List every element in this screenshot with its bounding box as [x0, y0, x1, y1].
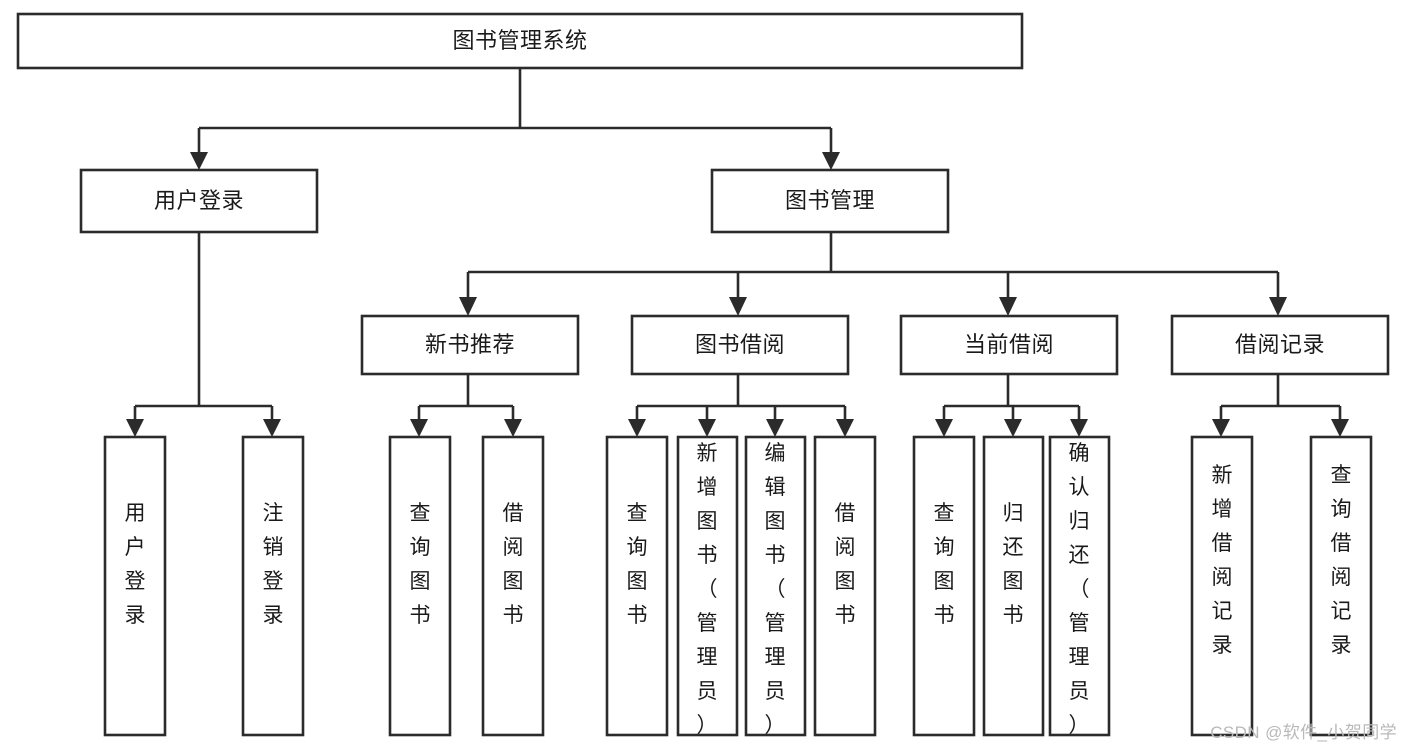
arrowhead-borrow-record [1269, 297, 1287, 316]
node-book-borrow-label: 图书借阅 [695, 332, 785, 357]
leaf-borrow-record-0-label: 新增借阅记录 [1212, 464, 1233, 657]
leaf-current-borrow-1[interactable]: 归还图书 [982, 435, 1045, 737]
arrowhead-book-borrow-leaf-3 [836, 419, 854, 437]
leaf-current-borrow-0[interactable]: 查询图书 [912, 435, 976, 737]
arrowhead-borrow-record-leaf-0 [1212, 419, 1230, 437]
arrowhead-book-borrow-leaf-1 [698, 419, 716, 437]
leaf-user-login-1[interactable]: 注销登录 [241, 435, 305, 737]
leaf-borrow-record-0-box[interactable] [1190, 435, 1254, 737]
leaf-borrow-record-1[interactable]: 查询借阅记录 [1309, 435, 1373, 737]
leaf-book-borrow-0-label: 查询图书 [627, 502, 648, 627]
leaf-book-borrow-2[interactable]: 编辑图书（管理员） [744, 435, 807, 737]
leaf-new-book-1-box[interactable] [481, 435, 545, 737]
arrowhead-current-borrow-leaf-0 [935, 419, 953, 437]
leaf-borrow-record-1-label: 查询借阅记录 [1331, 464, 1352, 657]
node-borrow-record-box[interactable] [1170, 314, 1390, 376]
leaf-current-borrow-0-label: 查询图书 [934, 502, 955, 627]
leaf-book-borrow-3-box[interactable] [813, 435, 877, 737]
leaf-current-borrow-1-box[interactable] [982, 435, 1045, 737]
leaf-user-login-1-label: 注销登录 [263, 502, 284, 627]
leaf-book-borrow-0[interactable]: 查询图书 [605, 435, 669, 737]
node-user-login-label: 用户登录 [154, 188, 244, 213]
leaf-user-login-0-box[interactable] [103, 435, 167, 737]
leaf-book-borrow-3-label: 借阅图书 [835, 502, 856, 627]
leaf-book-borrow-3[interactable]: 借阅图书 [813, 435, 877, 737]
arrowhead-book-manage [822, 152, 840, 170]
leaf-current-borrow-2-box[interactable] [1048, 435, 1111, 737]
node-current-borrow-label: 当前借阅 [964, 332, 1054, 357]
node-root-system-label: 图书管理系统 [452, 28, 587, 53]
connector-current-borrow-to-leaves [935, 374, 1088, 437]
node-current-borrow-box[interactable] [899, 314, 1119, 376]
leaf-current-borrow-1-label: 归还图书 [1003, 502, 1024, 627]
node-borrow-record-label: 借阅记录 [1235, 332, 1325, 357]
arrowhead-book-borrow-leaf-2 [766, 419, 784, 437]
connector-root-to-level1 [190, 68, 840, 170]
node-book-manage-label: 图书管理 [785, 188, 875, 213]
arrowhead-new-book [459, 297, 477, 316]
node-book-manage[interactable]: 图书管理 [710, 168, 950, 234]
node-new-book-recommend[interactable]: 新书推荐 [360, 314, 580, 376]
leaf-book-borrow-1-box[interactable] [676, 435, 739, 737]
arrowhead-new-book-leaf-0 [410, 419, 428, 437]
connector-borrow-record-to-leaves [1212, 374, 1349, 437]
node-book-borrow-box[interactable] [630, 314, 850, 376]
leaf-user-login-1-box[interactable] [241, 435, 305, 737]
arrowhead-book-borrow-leaf-0 [628, 419, 646, 437]
leaf-borrow-record-0[interactable]: 新增借阅记录 [1190, 435, 1254, 737]
node-user-login[interactable]: 用户登录 [79, 168, 319, 234]
leaf-current-borrow-0-box[interactable] [912, 435, 976, 737]
leaf-new-book-0-label: 查询图书 [410, 502, 431, 627]
node-borrow-record[interactable]: 借阅记录 [1170, 314, 1390, 376]
arrowhead-borrow-record-leaf-1 [1331, 419, 1349, 437]
leaf-book-borrow-1[interactable]: 新增图书（管理员） [676, 435, 739, 737]
leaf-new-book-0-box[interactable] [388, 435, 452, 737]
arrowhead-user-login-leaf-0 [126, 419, 144, 437]
node-book-manage-box[interactable] [710, 168, 950, 234]
node-root-system[interactable]: 图书管理系统 [16, 12, 1024, 70]
arrowhead-user-login-leaf-1 [263, 419, 281, 437]
leaf-current-borrow-2[interactable]: 确认归还（管理员） [1048, 435, 1111, 737]
arrowhead-book-borrow [729, 297, 747, 316]
leaf-book-borrow-1-label: 新增图书（管理员） [697, 442, 718, 737]
node-user-login-box[interactable] [79, 168, 319, 234]
leaf-user-login-0-label: 用户登录 [125, 502, 146, 627]
arrowhead-current-borrow [999, 297, 1017, 316]
leaf-current-borrow-2-label: 确认归还（管理员） [1069, 442, 1090, 737]
node-root-system-box[interactable] [16, 12, 1024, 70]
connector-user-login-to-leaves [126, 232, 281, 437]
csdn-watermark: CSDN @软件_小贺同学 [1210, 723, 1397, 742]
node-current-borrow[interactable]: 当前借阅 [899, 314, 1119, 376]
arrowhead-new-book-leaf-1 [504, 419, 522, 437]
leaf-new-book-1-label: 借阅图书 [503, 502, 524, 627]
arrowhead-current-borrow-leaf-1 [1004, 419, 1022, 437]
leaf-book-borrow-2-label: 编辑图书（管理员） [765, 442, 786, 737]
connector-book-borrow-to-leaves [628, 374, 854, 437]
leaf-new-book-1[interactable]: 借阅图书 [481, 435, 545, 737]
node-new-book-recommend-box[interactable] [360, 314, 580, 376]
leaf-book-borrow-0-box[interactable] [605, 435, 669, 737]
node-book-borrow[interactable]: 图书借阅 [630, 314, 850, 376]
leaf-user-login-0[interactable]: 用户登录 [103, 435, 167, 737]
connector-book-manage-to-level2 [459, 232, 1287, 316]
leaf-new-book-0[interactable]: 查询图书 [388, 435, 452, 737]
leaf-book-borrow-2-box[interactable] [744, 435, 807, 737]
arrowhead-user-login [190, 152, 208, 170]
node-new-book-recommend-label: 新书推荐 [425, 332, 515, 357]
leaf-borrow-record-1-box[interactable] [1309, 435, 1373, 737]
arrowhead-current-borrow-leaf-2 [1070, 419, 1088, 437]
connector-new-book-to-leaves [410, 374, 522, 437]
